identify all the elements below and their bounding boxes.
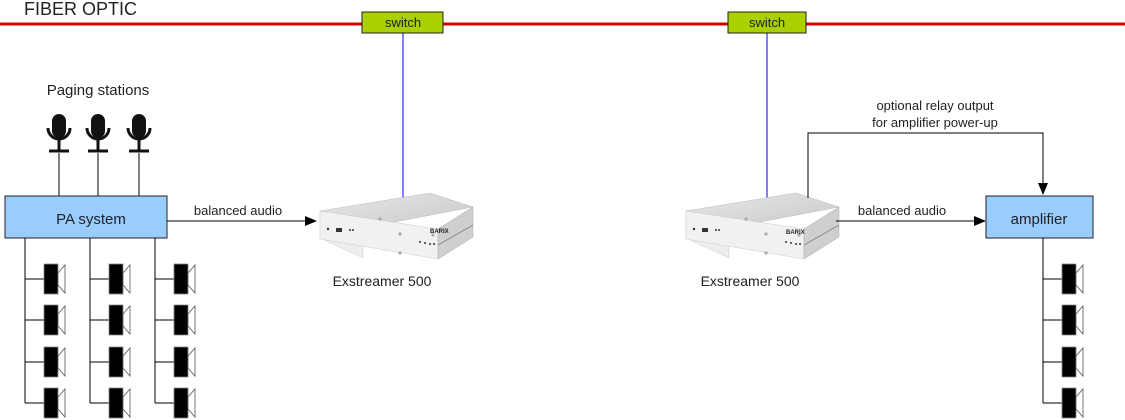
microphone-icon <box>85 112 111 196</box>
speaker-icon <box>108 387 131 419</box>
pa-system-box[interactable]: PA system <box>4 195 168 239</box>
pa-speaker-column <box>154 238 196 419</box>
switch-left-label: switch <box>385 15 421 30</box>
speaker-icon <box>43 263 66 295</box>
balanced-audio-label-left: balanced audio <box>194 203 282 218</box>
speaker-icon <box>173 304 196 336</box>
device-brand-right: BARIX <box>786 230 805 236</box>
switch-left[interactable]: switch <box>361 11 444 34</box>
amplifier-label: amplifier <box>1011 211 1068 228</box>
microphone-icon <box>46 112 72 196</box>
speaker-icon <box>173 263 196 295</box>
pa-system-label: PA system <box>56 211 126 228</box>
fiber-optic-label: FIBER OPTIC <box>24 0 137 19</box>
speaker-icon <box>43 346 66 378</box>
amp-speaker-column <box>1042 238 1084 419</box>
pa-speaker-column <box>24 238 66 419</box>
microphone-icon <box>126 112 152 196</box>
speaker-icon <box>1061 304 1084 336</box>
switch-right[interactable]: switch <box>727 11 807 34</box>
relay-label-line1: optional relay output <box>876 98 993 113</box>
speaker-icon <box>43 304 66 336</box>
speaker-icon <box>1061 387 1084 419</box>
switch-right-label: switch <box>749 15 785 30</box>
pa-speaker-column <box>89 238 131 419</box>
speaker-icon <box>1061 346 1084 378</box>
balanced-audio-label-right: balanced audio <box>858 203 946 218</box>
exstreamer-label-left: Exstreamer 500 <box>333 273 432 289</box>
exstreamer-device-right[interactable]: BARIX <box>685 192 840 260</box>
speaker-icon <box>43 387 66 419</box>
speaker-icon <box>108 263 131 295</box>
exstreamer-device-left[interactable]: BARIX <box>319 192 474 260</box>
exstreamer-label-right: Exstreamer 500 <box>701 273 800 289</box>
speaker-icon <box>108 346 131 378</box>
speaker-icon <box>173 387 196 419</box>
relay-label-line2: for amplifier power-up <box>872 115 998 130</box>
speaker-icon <box>108 304 131 336</box>
speaker-icon <box>173 346 196 378</box>
amplifier-box[interactable]: amplifier <box>985 195 1094 239</box>
paging-stations-label: Paging stations <box>47 82 150 99</box>
relay-output-arrow <box>807 132 1048 198</box>
device-brand-left: BARIX <box>430 229 449 235</box>
speaker-icon <box>1061 263 1084 295</box>
